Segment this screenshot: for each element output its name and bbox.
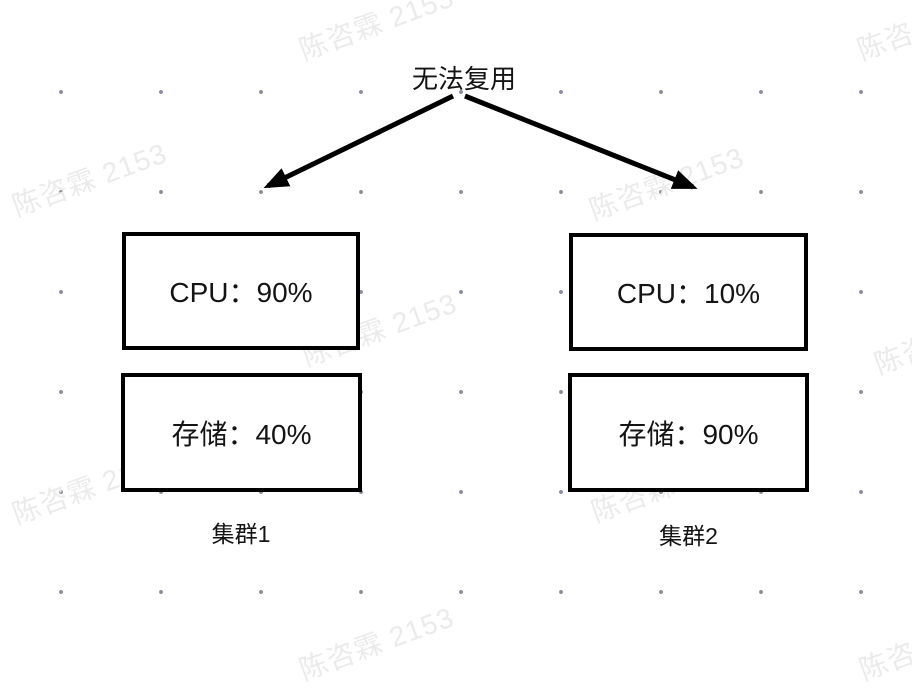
watermark-text: 陈咨霖 2153	[870, 295, 912, 380]
arrow-to-cluster1	[263, 93, 455, 189]
watermark-text: 陈咨霖 2153	[295, 601, 459, 686]
cluster1-storage-box: 存储：40%	[121, 373, 362, 492]
cluster2-storage-box: 存储：90%	[568, 373, 809, 492]
cluster2-cpu-label: CPU：10%	[616, 278, 761, 309]
cluster1-cpu-label: CPU：90%	[169, 277, 313, 308]
cluster1-storage-label: 存储：40%	[171, 418, 312, 450]
cluster2-name-label: 集群2	[659, 523, 718, 549]
diagram-title-label: 无法复用	[412, 64, 517, 94]
cluster1-cpu-box: CPU：90%	[122, 232, 360, 350]
watermark-text: 陈咨霖 2153	[853, 0, 912, 66]
cluster2-storage-label: 存储：90%	[618, 418, 759, 450]
watermark-text: 陈咨霖 2153	[855, 601, 912, 686]
cluster1-name-label: 集群1	[211, 521, 271, 547]
watermark-text: 陈咨霖 2153	[8, 137, 172, 222]
cluster2-cpu-box: CPU：10%	[569, 233, 808, 351]
watermark-text: 陈咨霖 2153	[585, 141, 749, 226]
